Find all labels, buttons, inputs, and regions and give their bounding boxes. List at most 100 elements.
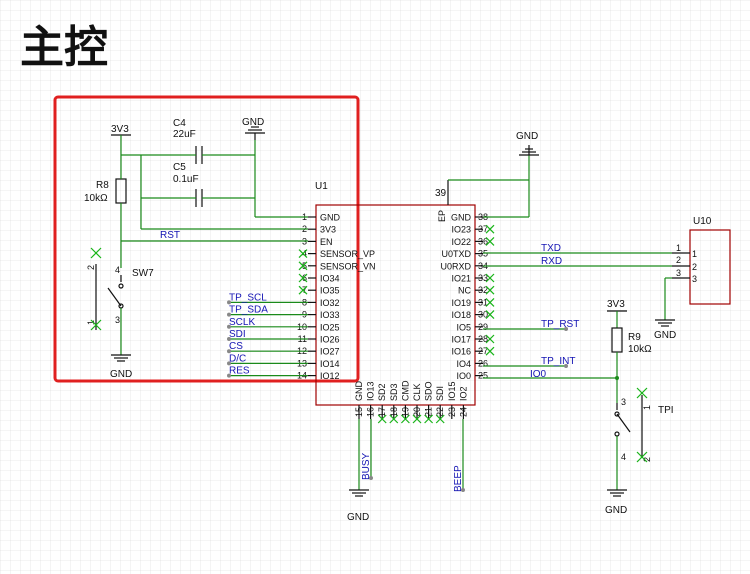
no-connect-mark <box>424 414 434 424</box>
no-connect-mark <box>298 249 308 259</box>
no-connect-mark <box>400 414 410 424</box>
no-connect-mark <box>485 273 495 283</box>
no-connect-mark <box>485 236 495 246</box>
u1-right-pin-name: IO17 <box>451 335 471 345</box>
u1-left-pin-name: GND <box>320 213 341 223</box>
u10-side-pin2: 2 <box>692 262 697 272</box>
u1-right-pin-name: IO22 <box>451 237 471 247</box>
u1-right-pin-num: 26 <box>478 358 488 368</box>
tp-int-net: TP_INT <box>541 356 575 367</box>
tpi-pin3: 3 <box>621 397 626 407</box>
u10-pin1: 1 <box>676 243 681 253</box>
u1-bottom-pin-num: 22 <box>435 407 445 417</box>
u1-right-pin-num: 27 <box>478 346 488 356</box>
no-connect-mark <box>485 224 495 234</box>
bottom-nets: GND BUSY BEEP <box>347 419 465 523</box>
u1-left-pin-name: IO14 <box>320 359 340 369</box>
u1-bottom-pin-name: IO15 <box>447 381 457 401</box>
c5-ref: C5 <box>173 162 186 173</box>
u1-left-pin-name: SENSOR_VN <box>320 261 376 271</box>
u1-right-pin-name: IO19 <box>451 298 471 308</box>
no-connect-mark <box>485 285 495 295</box>
left-net-label: TP_SDA <box>229 305 268 316</box>
u1-left-pin-name: EN <box>320 237 333 247</box>
u1-bottom-pin-name: GND <box>354 381 364 402</box>
u10-pin3: 3 <box>676 268 681 278</box>
ep-ground: GND <box>448 131 539 218</box>
u1-bottom-pin-num: 24 <box>458 407 468 417</box>
u1-left-pin-name: IO27 <box>320 347 340 357</box>
highlight-box <box>53 95 360 383</box>
c4-value: 22uF <box>173 129 196 140</box>
u1-bottom-pin-name: IO13 <box>366 381 376 401</box>
u10-connector: U10 1 2 3 1 2 3 GND <box>654 216 731 341</box>
no-connect-mark <box>485 297 495 307</box>
u1-left-pin-name: 3V3 <box>320 225 336 235</box>
u1-bottom-pin-name: CMD <box>400 380 410 401</box>
r9-tpi: 3V3 R9 10kΩ 3 4 1 2 TPI GND <box>605 299 674 516</box>
u1-bottom-pin-name: IO2 <box>458 386 468 401</box>
u1-right-pin-name: IO5 <box>456 322 471 332</box>
busy-net: BUSY <box>361 452 372 480</box>
u1-right-pin-num: 30 <box>478 310 488 320</box>
u1-right-pin-name: IO0 <box>456 371 471 381</box>
u1-right-pin-num: 25 <box>478 371 488 381</box>
r9-value: 10kΩ <box>628 344 652 355</box>
u1-right-pin-num: 36 <box>478 236 488 246</box>
u1-right-pin-name: GND <box>451 213 472 223</box>
r8-value: 10kΩ <box>84 193 108 204</box>
no-connect-mark <box>298 273 308 283</box>
u1-bottom-pin-num: 20 <box>412 407 422 417</box>
sw7-ref: SW7 <box>132 268 154 279</box>
u1-right-pin-num: 35 <box>478 249 488 259</box>
c4-ref: C4 <box>173 118 186 129</box>
u1-left-pin-name: IO34 <box>320 274 340 284</box>
u1-bottom-pin-num: 23 <box>447 407 457 417</box>
u1-left-pin-name: IO32 <box>320 298 340 308</box>
u1-left-pin-name: SENSOR_VP <box>320 249 375 259</box>
u1-bottom-pins: 15GND16IO1317SD218SD319CMD20CLK21SDO22SD… <box>354 380 468 424</box>
u10-pin2: 2 <box>676 255 681 265</box>
u1-right-pin-name: IO18 <box>451 310 471 320</box>
tpi-pin4: 4 <box>621 452 626 462</box>
u1-bottom-pin-name: SD3 <box>389 383 399 401</box>
u1-right-pin-num: 29 <box>478 322 488 332</box>
left-net-label: D/C <box>229 353 246 364</box>
u1-bottom-pin-name: SD2 <box>377 383 387 401</box>
no-connect-mark <box>377 414 387 424</box>
sw7-pin4: 4 <box>115 265 120 275</box>
u1-right-pin-name: IO23 <box>451 225 471 235</box>
rxd-net: RXD <box>541 256 562 267</box>
u1-left-pin-name: IO25 <box>320 322 340 332</box>
u1-body <box>315 204 476 406</box>
left-net-label: CS <box>229 341 243 352</box>
u1-right-pin-name: U0TXD <box>441 249 471 259</box>
rst-net-label: RST <box>160 230 180 241</box>
u1-left-pin-num: 6 <box>302 273 307 283</box>
u1-left-pin-name: IO33 <box>320 310 340 320</box>
u1-bottom-pin-num: 15 <box>354 407 364 417</box>
no-connect-mark <box>485 310 495 320</box>
u1-bottom-pin-num: 21 <box>424 407 434 417</box>
sw7-pin3: 3 <box>115 315 120 325</box>
left-net-label: TP_SCL <box>229 292 267 303</box>
u1-right-pin-num: 28 <box>478 334 488 344</box>
tpi-pin2: 2 <box>642 457 652 462</box>
power-network: 3V3 GND C4 22uF C5 0.1uF R8 10kΩ RST <box>84 117 308 380</box>
tpi-pin1: 1 <box>642 405 652 410</box>
u1-right-pin-name: IO4 <box>456 359 471 369</box>
r9-3v3-label: 3V3 <box>607 299 625 310</box>
u1-bottom-pin-name: CLK <box>412 383 422 401</box>
sw7-pin1: 1 <box>86 320 96 325</box>
no-connect-mark <box>298 285 308 295</box>
beep-net: BEEP <box>453 465 464 492</box>
u1-left-pin-name: IO12 <box>320 371 340 381</box>
u1-bottom-pin-name: SDI <box>435 386 445 401</box>
tp-rst-net: TP_RST <box>541 319 579 330</box>
u1-ref: U1 <box>315 181 328 192</box>
c5-value: 0.1uF <box>173 174 199 185</box>
u1-left-pin-num: 7 <box>302 285 307 295</box>
